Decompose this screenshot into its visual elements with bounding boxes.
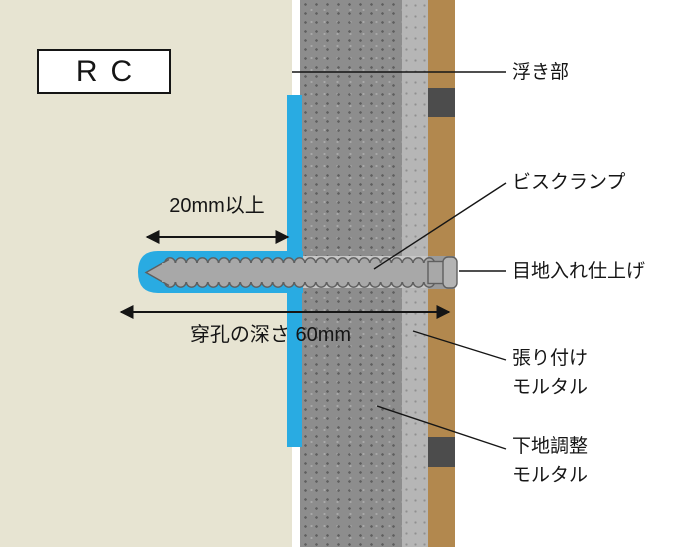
attach-mortar-layer — [402, 0, 428, 547]
dim-60mm-label: 穿孔の深さ 60mm — [189, 324, 352, 346]
callout-base-mortar: 下地調整 モルタル — [512, 436, 589, 486]
rc-label: RC — [75, 54, 146, 88]
callout-screw-clamp: ビスクランプ — [512, 172, 626, 193]
callout-attach-mortar: 張り付け モルタル — [512, 348, 589, 398]
tile-joint-bottom — [428, 437, 455, 467]
base-adjust-mortar-layer — [300, 0, 402, 547]
tile-joint-middle-finished — [428, 256, 455, 289]
epoxy-gap-fill — [287, 95, 302, 447]
callout-joint-finish: 目地入れ仕上げ — [512, 261, 646, 282]
tile-joint-top — [428, 88, 455, 117]
rc-label-box: RC — [37, 49, 171, 94]
dim-20mm-label: 20mm以上 — [169, 195, 265, 217]
callout-floating-part: 浮き部 — [512, 62, 570, 83]
